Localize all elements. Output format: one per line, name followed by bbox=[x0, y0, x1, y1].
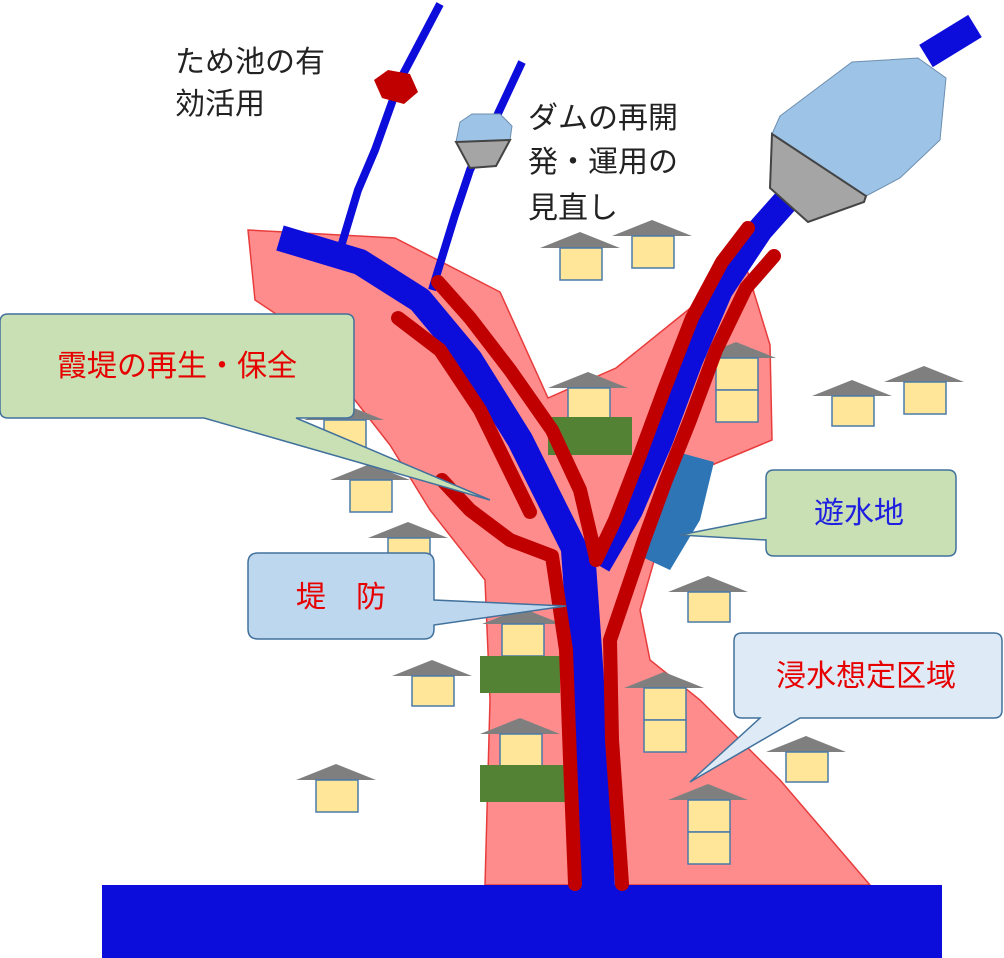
river-main-trunk bbox=[561, 548, 615, 891]
dam-label-line1: ダムの再開 bbox=[528, 101, 678, 136]
house bbox=[812, 380, 892, 427]
green-patch bbox=[480, 656, 560, 693]
house bbox=[668, 576, 748, 623]
small-dam-icon bbox=[454, 113, 513, 170]
house bbox=[330, 464, 410, 513]
shinsui-label: 浸水想定区域 bbox=[776, 659, 956, 694]
house-tall bbox=[624, 672, 704, 753]
house-tall bbox=[696, 342, 776, 423]
retention-basin bbox=[640, 450, 714, 570]
callout-yusuichi: 遊水地 bbox=[679, 469, 957, 557]
house-tall bbox=[668, 784, 748, 865]
levee bbox=[589, 221, 755, 567]
green-patch bbox=[480, 765, 565, 802]
river-right-branch bbox=[586, 176, 810, 572]
tameike-label-line2: 効活用 bbox=[175, 87, 265, 122]
tributary-left bbox=[336, 2, 444, 252]
callout-teibou: 堤 防 bbox=[247, 552, 567, 640]
callout-kasumitei: 霞堤の再生・保全 bbox=[0, 313, 491, 501]
river-left-branch bbox=[276, 225, 592, 566]
house bbox=[884, 366, 964, 415]
big-dam-icon bbox=[768, 57, 947, 224]
yusuichi-label: 遊水地 bbox=[814, 496, 904, 531]
main-river-bottom bbox=[102, 885, 942, 958]
levee bbox=[603, 249, 781, 891]
house bbox=[540, 232, 620, 281]
house bbox=[766, 736, 846, 783]
tameike-label-line1: ため池の有 bbox=[175, 45, 325, 80]
dam-label-line2: 発・運用の bbox=[528, 145, 678, 180]
levee bbox=[391, 311, 537, 519]
house bbox=[392, 660, 472, 707]
dam-label-line3: 見直し bbox=[528, 191, 618, 226]
levee bbox=[431, 275, 603, 565]
levee-kasumitei bbox=[435, 473, 582, 891]
big-dam-upstream-channel bbox=[919, 14, 982, 68]
tributary-middle bbox=[428, 60, 526, 292]
house bbox=[482, 608, 562, 657]
kasumitei-label: 霞堤の再生・保全 bbox=[57, 349, 297, 384]
teibou-label: 堤 防 bbox=[296, 580, 386, 615]
tameike-label: ため池の有 効活用 bbox=[175, 45, 335, 122]
house bbox=[296, 764, 376, 813]
tameike-icon bbox=[374, 70, 418, 104]
dam-label: ダムの再開 発・運用の 見直し bbox=[528, 101, 688, 226]
house bbox=[612, 220, 692, 269]
callout-shinsui: 浸水想定区域 bbox=[689, 632, 1003, 783]
